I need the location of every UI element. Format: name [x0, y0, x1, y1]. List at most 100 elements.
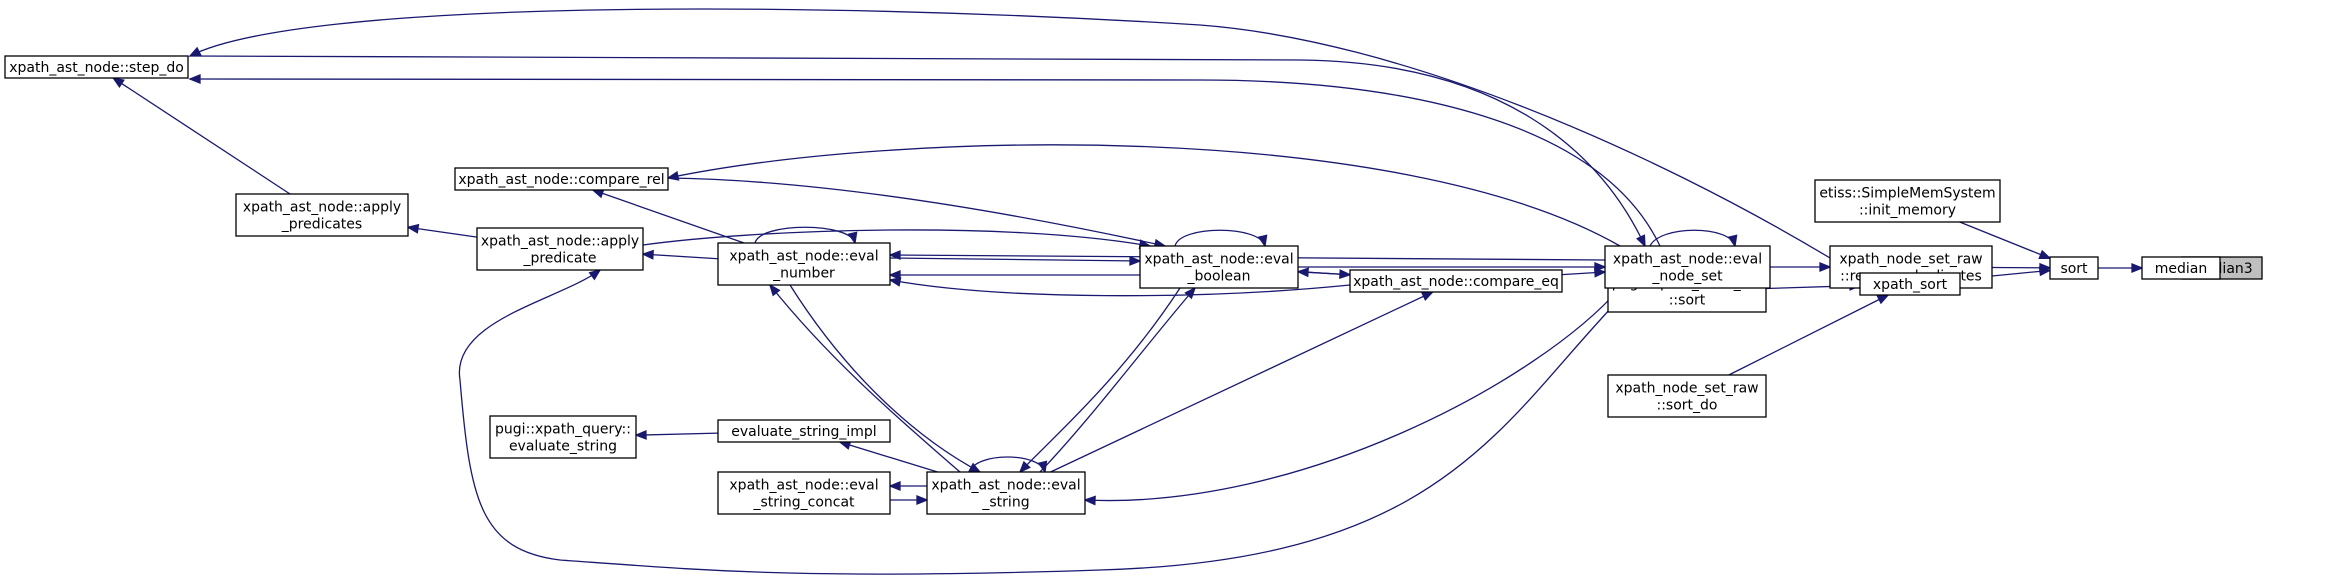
edge-step_do-to-apply_predicates: [111, 77, 291, 195]
edge-line: [458, 269, 1631, 575]
node-box: [1349, 269, 1563, 293]
node-eval_node_set[interactable]: xpath_ast_node::eval_node_set: [1604, 245, 1771, 289]
edge-arrowhead: [1594, 267, 1607, 278]
node-box: [2049, 256, 2099, 280]
node-label: evaluate_string: [509, 439, 617, 455]
node-label: _node_set: [1651, 269, 1723, 285]
edge-apply_predicates-to-apply_predicate: [406, 223, 478, 238]
edge-line: [1174, 229, 1266, 247]
edge-apply_predicate-to-eval_number: [641, 249, 719, 260]
edge-step_do-to-eval_node_set: [189, 55, 1646, 248]
edge-arrowhead: [2038, 249, 2052, 259]
node-apply_predicate[interactable]: xpath_ast_node::apply_predicate: [476, 227, 644, 271]
edge-arrowhead: [641, 249, 654, 260]
node-label: _string: [981, 495, 1029, 511]
graph-nodes: median3mediansortetiss::SimpleMemSystem:…: [4, 55, 2263, 515]
node-evaluate_string[interactable]: pugi::xpath_query::evaluate_string: [489, 415, 637, 459]
edge-remove_dup-to-step_do: [188, 8, 1831, 259]
edge-arrowhead: [1037, 460, 1048, 474]
node-label: xpath_ast_node::apply: [243, 200, 401, 216]
edge-line: [1728, 294, 1889, 376]
edge-line: [1039, 287, 1196, 473]
edge-line: [1019, 287, 1181, 473]
edge-eval_node_set-to-step_do: [188, 74, 1661, 247]
node-label: ::init_memory: [1859, 203, 1956, 219]
edge-line: [667, 177, 1166, 247]
node-label: _predicates: [281, 217, 362, 233]
node-label: _boolean: [1187, 269, 1251, 285]
edge-arrowhead: [888, 250, 901, 261]
node-box: [489, 415, 637, 459]
edge-arrowhead: [1339, 269, 1352, 280]
edge-eval_node_set-to-eval_string: [1083, 287, 1621, 506]
node-box: [717, 471, 891, 515]
edge-arrowhead: [188, 46, 202, 57]
edge-arrowhead: [1184, 286, 1197, 300]
node-label: xpath_node_set_raw: [1615, 381, 1758, 397]
node-label: xpath_ast_node::compare_eq: [1353, 274, 1559, 290]
node-median[interactable]: median: [2141, 256, 2221, 280]
edge-arrowhead: [406, 223, 420, 234]
edge-eval_node_set-to-eval_node_set: [1649, 229, 1738, 248]
node-apply_predicates[interactable]: xpath_ast_node::apply_predicates: [235, 193, 409, 237]
edge-arrowhead: [588, 268, 602, 281]
edge-line: [839, 441, 938, 473]
edge-eval_number-to-eval_number: [754, 226, 858, 245]
edge-arrowhead: [768, 283, 781, 297]
node-label: ::sort: [1669, 293, 1706, 309]
node-eval_number[interactable]: xpath_ast_node::eval_number: [717, 242, 891, 286]
node-label: sort: [2060, 261, 2088, 277]
edge-compare_eq-to-eval_number: [888, 277, 1351, 297]
node-box: [717, 419, 891, 443]
edge-line: [969, 456, 1046, 473]
node-label: xpath_ast_node::eval: [1613, 252, 1762, 268]
node-label: pugi::xpath_query::: [495, 422, 631, 438]
node-box: [454, 167, 669, 191]
edge-eval_string-to-eval_number: [768, 283, 961, 473]
node-etiss_init[interactable]: etiss::SimpleMemSystem::init_memory: [1814, 179, 2001, 223]
node-label: xpath_ast_node::apply: [481, 234, 639, 250]
edge-arrowhead: [1876, 294, 1890, 305]
node-label: xpath_sort: [1873, 277, 1948, 293]
node-sort_do[interactable]: xpath_node_set_raw::sort_do: [1607, 374, 1767, 418]
edge-arrowhead: [1635, 234, 1646, 248]
edge-arrowhead: [591, 188, 605, 199]
edge-line: [407, 226, 478, 238]
edge-line: [889, 279, 1351, 297]
edge-arrowhead: [1727, 234, 1738, 248]
edge-compare_eq-to-eval_string: [1050, 291, 1435, 473]
edge-arrowhead: [916, 495, 929, 505]
edge-arrowhead: [1018, 460, 1031, 474]
node-step_do[interactable]: xpath_ast_node::step_do: [4, 55, 189, 79]
node-eval_boolean[interactable]: xpath_ast_node::eval_boolean: [1139, 245, 1299, 289]
node-box: [1139, 245, 1299, 289]
node-compare_eq[interactable]: xpath_ast_node::compare_eq: [1349, 269, 1563, 293]
node-box: [1859, 272, 1961, 296]
node-box: [2141, 256, 2221, 280]
node-box: [235, 193, 409, 237]
node-xpath_sort[interactable]: xpath_sort: [1859, 272, 1961, 296]
edge-arrowhead: [111, 77, 125, 88]
edge-eval_number-to-eval_boolean: [889, 255, 1142, 266]
edge-evaluate_string-to-evaluate_string_impl: [634, 429, 719, 440]
edge-arrowhead: [2038, 266, 2052, 277]
node-evaluate_string_impl[interactable]: evaluate_string_impl: [717, 419, 891, 443]
node-label: xpath_ast_node::eval: [931, 478, 1080, 494]
node-compare_rel[interactable]: xpath_ast_node::compare_rel: [454, 167, 669, 191]
edge-line: [789, 284, 981, 473]
edge-arrowhead: [634, 429, 647, 440]
node-sort[interactable]: sort: [2049, 256, 2099, 280]
edge-line: [889, 257, 1141, 262]
edge-sort-to-etiss_init: [1959, 221, 2052, 259]
node-label: xpath_ast_node::eval: [729, 478, 878, 494]
node-eval_string[interactable]: xpath_ast_node::eval_string: [926, 471, 1086, 515]
edge-eval_string-to-eval_boolean: [1039, 286, 1197, 473]
edge-median-to-sort: [2098, 263, 2144, 273]
node-label: _predicate: [522, 251, 596, 267]
edge-line: [189, 8, 1831, 259]
node-eval_string_concat[interactable]: xpath_ast_node::eval_string_concat: [717, 471, 891, 515]
node-label: _number: [772, 266, 835, 282]
edge-arrowhead: [888, 481, 901, 491]
node-label: _string_concat: [752, 495, 855, 511]
